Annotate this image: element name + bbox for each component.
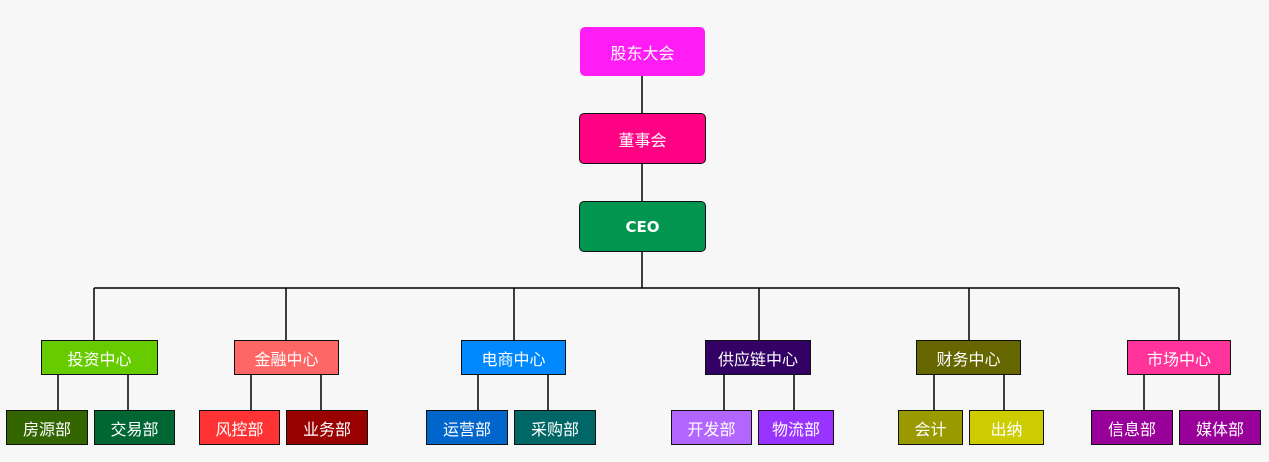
node-dept-finance-affairs-0[interactable]: 会计 — [898, 410, 963, 445]
node-center-investment[interactable]: 投资中心 — [41, 340, 158, 375]
node-center-finance-label: 金融中心 — [254, 349, 319, 369]
node-dept-finance-affairs-1-label: 出纳 — [990, 419, 1023, 439]
node-dept-ecommerce-1-label: 采购部 — [530, 419, 579, 439]
node-dept-marketing-1-label: 媒体部 — [1195, 419, 1244, 439]
node-dept-finance-affairs-1[interactable]: 出纳 — [969, 410, 1044, 445]
node-dept-supply-chain-0-label: 开发部 — [687, 419, 736, 439]
node-dept-marketing-0-label: 信息部 — [1107, 419, 1156, 439]
node-center-finance[interactable]: 金融中心 — [234, 340, 339, 375]
node-dept-finance-0-label: 风控部 — [215, 419, 264, 439]
node-shareholders-label: 股东大会 — [610, 43, 675, 63]
node-center-ecommerce[interactable]: 电商中心 — [461, 340, 566, 375]
node-dept-supply-chain-1-label: 物流部 — [771, 419, 820, 439]
node-center-supply-chain-label: 供应链中心 — [717, 349, 798, 369]
node-dept-ecommerce-0[interactable]: 运营部 — [426, 410, 508, 445]
node-dept-ecommerce-0-label: 运营部 — [442, 419, 491, 439]
node-board[interactable]: 董事会 — [579, 113, 706, 164]
node-dept-investment-0-label: 房源部 — [22, 419, 71, 439]
node-dept-supply-chain-0[interactable]: 开发部 — [671, 410, 752, 445]
node-center-finance-affairs[interactable]: 财务中心 — [916, 340, 1021, 375]
node-center-marketing-label: 市场中心 — [1146, 349, 1211, 369]
node-center-investment-label: 投资中心 — [67, 349, 132, 369]
node-dept-finance-0[interactable]: 风控部 — [199, 410, 280, 445]
node-ceo[interactable]: CEO — [579, 201, 706, 252]
node-dept-investment-1-label: 交易部 — [110, 419, 159, 439]
node-dept-finance-affairs-0-label: 会计 — [914, 419, 947, 439]
node-dept-finance-1-label: 业务部 — [302, 419, 351, 439]
node-dept-marketing-1[interactable]: 媒体部 — [1179, 410, 1261, 445]
node-board-label: 董事会 — [618, 130, 667, 150]
node-ceo-label: CEO — [625, 217, 660, 236]
node-center-marketing[interactable]: 市场中心 — [1127, 340, 1231, 375]
node-dept-ecommerce-1[interactable]: 采购部 — [514, 410, 596, 445]
node-dept-finance-1[interactable]: 业务部 — [286, 410, 368, 445]
node-center-finance-affairs-label: 财务中心 — [936, 349, 1001, 369]
node-dept-supply-chain-1[interactable]: 物流部 — [758, 410, 834, 445]
node-dept-investment-1[interactable]: 交易部 — [94, 410, 175, 445]
node-shareholders[interactable]: 股东大会 — [580, 27, 705, 76]
node-dept-marketing-0[interactable]: 信息部 — [1091, 410, 1173, 445]
node-dept-investment-0[interactable]: 房源部 — [6, 410, 88, 445]
node-center-ecommerce-label: 电商中心 — [481, 349, 546, 369]
node-center-supply-chain[interactable]: 供应链中心 — [705, 340, 811, 375]
